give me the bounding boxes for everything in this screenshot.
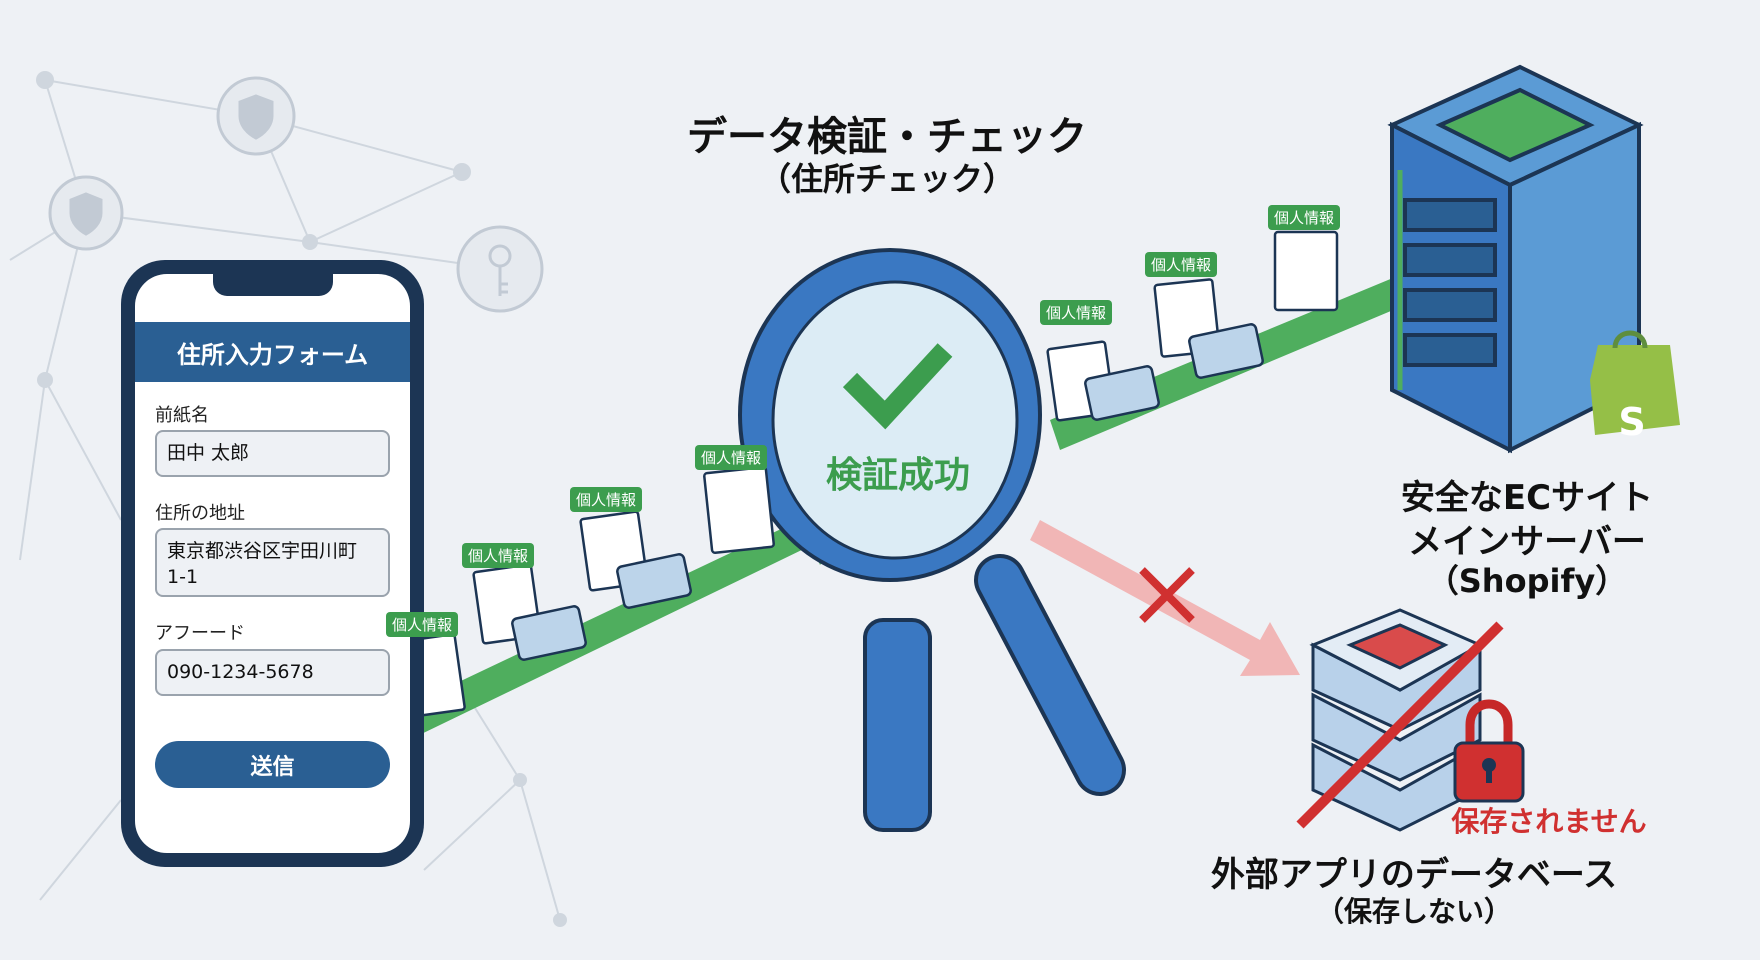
section-subtitle: （住所チェック） [758, 160, 1016, 198]
server-label-line2: メインサーバー [1408, 522, 1646, 562]
personal-info-tag: 個人情報 [1145, 252, 1218, 277]
phone-label: アフーード [155, 623, 245, 644]
personal-info-tag: 個人情報 [1040, 300, 1113, 325]
prohibited-slash [1296, 621, 1504, 829]
name-input[interactable]: 田中 太郎 [155, 430, 390, 477]
personal-info-tag: 個人情報 [570, 487, 643, 512]
verification-success-label: 検証成功 [825, 455, 971, 496]
submit-button[interactable]: 送信 [155, 741, 390, 788]
shopify-logo-letter: S [1618, 400, 1646, 444]
server-label-line3: （Shopify） [1426, 562, 1628, 600]
server-icon [1387, 64, 1644, 454]
lock-icon [1453, 699, 1525, 803]
personal-info-tag: 個人情報 [1268, 205, 1341, 230]
address-form: 住所入力フォーム 前紙名 田中 太郎 住所の地址 東京都渋谷区宇田川町 1-1 … [135, 274, 410, 853]
name-label: 前紙名 [155, 405, 209, 426]
personal-info-tag: 個人情報 [462, 543, 535, 568]
database-icon [1309, 608, 1484, 832]
shopify-bag-icon [1590, 330, 1680, 435]
external-db-sublabel: （保存しない） [1315, 895, 1513, 928]
phone-notch [212, 274, 333, 296]
not-saved-label: 保存されません [1451, 805, 1647, 838]
x-mark-icon [1139, 567, 1195, 623]
personal-info-tag: 個人情報 [386, 612, 459, 637]
address-input[interactable]: 東京都渋谷区宇田川町 1-1 [155, 528, 390, 597]
section-title: データ検証・チェック [687, 114, 1087, 160]
phone-mockup: 住所入力フォーム 前紙名 田中 太郎 住所の地址 東京都渋谷区宇田川町 1-1 … [121, 260, 424, 867]
address-label: 住所の地址 [155, 503, 245, 524]
magnifier-icon [738, 248, 1126, 832]
phone-input[interactable]: 090-1234-5678 [155, 649, 390, 696]
check-icon [842, 343, 953, 430]
external-db-label: 外部アプリのデータベース [1210, 855, 1618, 895]
form-header: 住所入力フォーム [135, 322, 410, 382]
server-label-line1: 安全なECサイト [1400, 478, 1654, 518]
personal-info-tag: 個人情報 [695, 445, 768, 470]
